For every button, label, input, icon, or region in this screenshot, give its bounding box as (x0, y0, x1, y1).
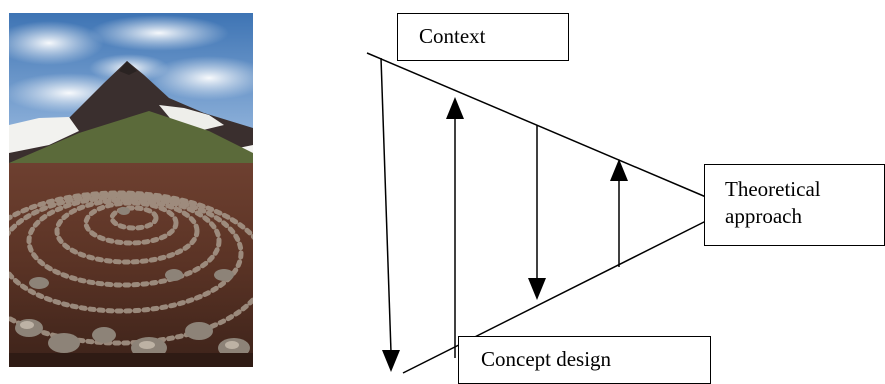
context-label: Context (419, 24, 486, 48)
theoretical-approach-box: Theoretical approach (704, 164, 885, 246)
context-box: Context (397, 13, 569, 61)
concept-design-label: Concept design (481, 347, 612, 371)
arrow-up-right (610, 159, 628, 267)
concept-design-box: Concept design (458, 336, 711, 384)
theoretical-approach-label: Theoretical approach (725, 177, 821, 228)
arrow-down-long (380, 57, 400, 372)
lower-funnel-line (402, 220, 707, 374)
arrow-up-left (446, 97, 464, 358)
arrow-down-middle (528, 125, 546, 300)
stone-labyrinth-mountain-photo-icon (9, 13, 253, 367)
labyrinth-photo (9, 13, 253, 367)
